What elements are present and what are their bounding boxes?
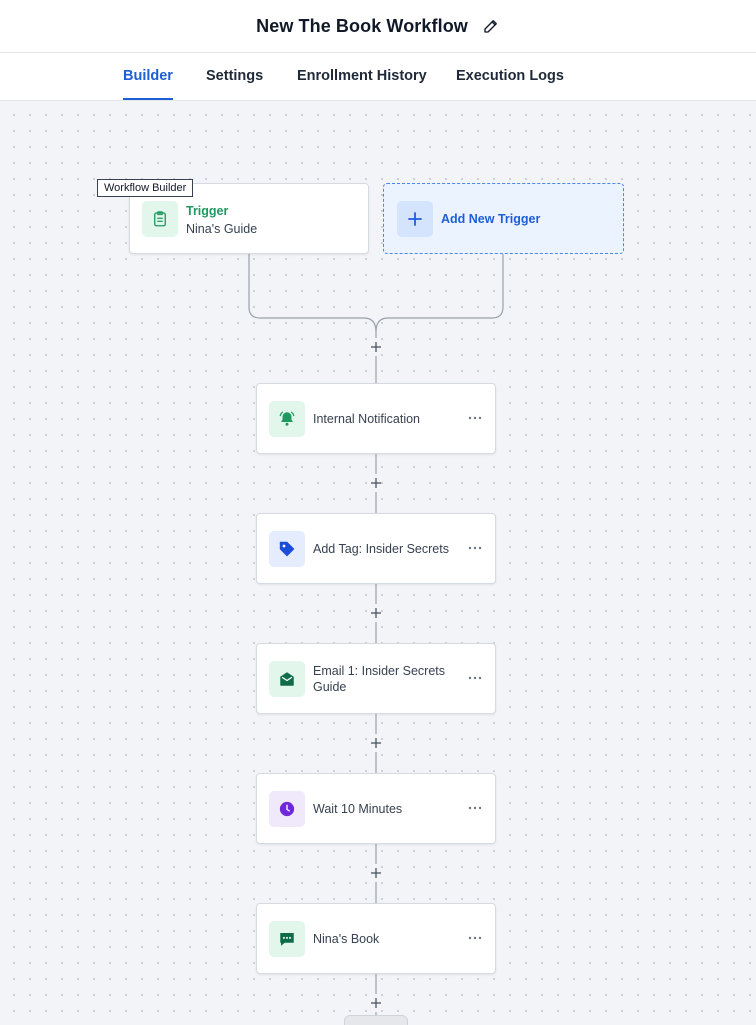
action-card-sms[interactable]: Nina's Book (256, 903, 496, 974)
pencil-icon[interactable] (482, 17, 500, 35)
plus-icon (371, 998, 381, 1008)
action-card-wait[interactable]: Wait 10 Minutes (256, 773, 496, 844)
action-label: Wait 10 Minutes (313, 801, 403, 816)
trigger-name: Nina's Guide (186, 222, 258, 236)
action-label: Add Tag: Insider Secrets (313, 541, 449, 556)
action-card-add-tag[interactable]: Add Tag: Insider Secrets (256, 513, 496, 584)
tab-execution-logs[interactable]: Execution Logs (456, 68, 564, 84)
end-node-pill[interactable] (344, 1015, 408, 1025)
plus-icon (371, 738, 381, 748)
add-step-button[interactable] (368, 995, 384, 1011)
workflow-builder-tooltip: Workflow Builder (97, 179, 194, 197)
add-step-button[interactable] (368, 865, 384, 881)
trigger-card[interactable]: Trigger Nina's Guide (129, 183, 369, 254)
envelope-open-icon (269, 661, 305, 697)
workflow-title: New The Book Workflow (256, 15, 468, 36)
connector-lines (248, 254, 504, 1015)
plus-icon (371, 478, 381, 488)
tab-enrollment-history[interactable]: Enrollment History (297, 68, 427, 84)
action-label: Email 1: Insider Secrets Guide (313, 663, 445, 694)
more-options-icon[interactable] (467, 670, 483, 686)
action-label: Internal Notification (313, 411, 421, 426)
bell-icon (269, 401, 305, 437)
add-step-button[interactable] (368, 735, 384, 751)
plus-icon (371, 608, 381, 618)
add-step-button[interactable] (368, 605, 384, 621)
action-card-internal-notification[interactable]: Internal Notification (256, 383, 496, 454)
add-step-button[interactable] (368, 475, 384, 491)
tag-icon (269, 531, 305, 567)
more-options-icon[interactable] (467, 930, 483, 946)
add-new-trigger-label: Add New Trigger (441, 212, 541, 226)
plus-icon (371, 342, 381, 352)
workflow-canvas[interactable]: Workflow Builder Trigger Nina's Guide Ad… (0, 101, 756, 1025)
more-options-icon[interactable] (467, 800, 483, 816)
tab-settings[interactable]: Settings (206, 68, 264, 84)
tab-bar: Builder Settings Enrollment History Exec… (0, 53, 756, 101)
action-label: Nina's Book (313, 931, 380, 946)
plus-icon (371, 868, 381, 878)
clipboard-icon (142, 201, 178, 237)
trigger-label: Trigger (186, 204, 229, 218)
clock-icon (269, 791, 305, 827)
tab-builder[interactable]: Builder (123, 53, 173, 100)
plus-icon (397, 201, 433, 237)
add-step-button[interactable] (368, 339, 384, 355)
action-card-email[interactable]: Email 1: Insider Secrets Guide (256, 643, 496, 714)
chat-message-icon (269, 921, 305, 957)
add-new-trigger-button[interactable]: Add New Trigger (383, 183, 624, 254)
workflow-header: New The Book Workflow (0, 0, 756, 53)
more-options-icon[interactable] (467, 540, 483, 556)
more-options-icon[interactable] (467, 410, 483, 426)
